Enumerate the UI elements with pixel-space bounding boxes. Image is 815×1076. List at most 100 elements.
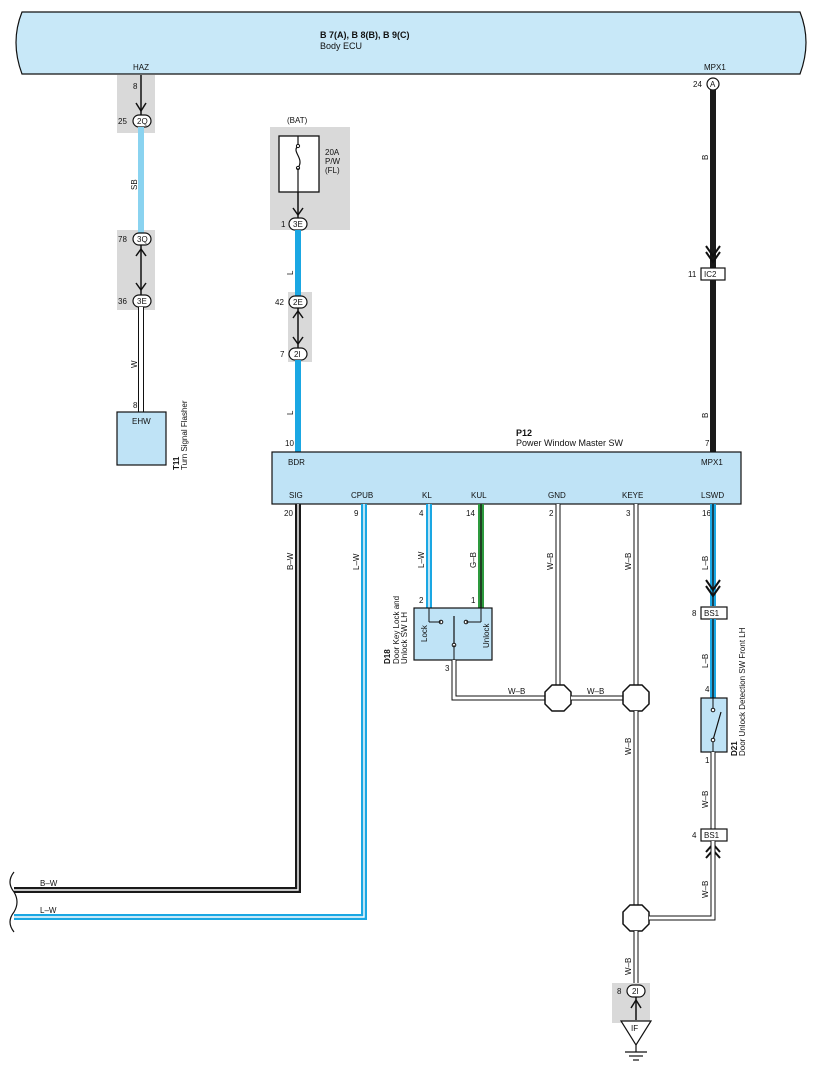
d18-unlock: Unlock — [482, 623, 491, 648]
wire-label-wb-bs1: W–B — [701, 881, 710, 898]
pin-8-bs1: 8 — [692, 609, 697, 618]
pin-1-d18: 1 — [471, 596, 476, 605]
p12-term-keye: KEYE — [622, 491, 643, 500]
d18-circuit: L–W G–B 2 1 Lock Unlock D18 Door Key Loc… — [383, 504, 493, 673]
wire-label-wb-v1: W–B — [624, 738, 633, 755]
pin-24: 24 — [693, 80, 702, 89]
d18-lock: Lock — [420, 624, 429, 642]
pin-haz: 8 — [133, 82, 138, 91]
pin-1-3e: 1 — [281, 220, 286, 229]
d21-circuit: L–B BS1 8 L–B 4 D21 Door Unlock Detectio… — [649, 504, 747, 921]
pin-8-ehw: 8 — [133, 401, 138, 410]
pin-36: 36 — [118, 297, 127, 306]
pin-16: 16 — [702, 509, 711, 518]
p12-term-gnd: GND — [548, 491, 566, 500]
wire-label-sb: SB — [130, 179, 139, 190]
pin-3-keye: 3 — [626, 509, 631, 518]
pin-78: 78 — [118, 235, 127, 244]
p12-code: P12 — [516, 428, 532, 438]
pin-14: 14 — [466, 509, 475, 518]
wire-label-lb-a: L–B — [701, 556, 710, 570]
pin-2-d18: 2 — [419, 596, 424, 605]
t11-code: T11 — [172, 456, 181, 470]
p12-term-kl: KL — [422, 491, 432, 500]
pin-42: 42 — [275, 298, 284, 307]
t11-box-label: EHW — [132, 417, 151, 426]
conn-bs1-top: BS1 — [704, 609, 720, 618]
fuse-source: (BAT) — [287, 116, 308, 125]
wire-label-wb-gnd: W–B — [546, 553, 555, 570]
conn-2i-bot: 2I — [632, 987, 639, 996]
pin-7-mpx: 7 — [705, 439, 710, 448]
p12-term-mpx1: MPX1 — [701, 458, 723, 467]
wire-label-l-a: L — [286, 270, 295, 275]
wire-label-lw-out: L–W — [40, 906, 57, 915]
conn-2i-top: 2I — [294, 350, 301, 359]
pin-20: 20 — [284, 509, 293, 518]
pin-4-kl: 4 — [419, 509, 424, 518]
conn-a: A — [710, 80, 716, 89]
wire-label-b-a: B — [701, 155, 710, 160]
pin-10: 10 — [285, 439, 294, 448]
power-window-master-switch: P12 Power Window Master SW BDR MPX1 SIG … — [271, 428, 742, 505]
d18-name-line2: Unlock SW LH — [400, 612, 409, 664]
wire-label-lw: L–W — [352, 553, 361, 570]
wire-label-wb-h2: W–B — [587, 687, 604, 696]
wire-label-wb-keye: W–B — [624, 553, 633, 570]
pin-1-d21: 1 — [705, 756, 710, 765]
d21-name: Door Unlock Detection SW Front LH — [738, 627, 747, 756]
pin-25: 25 — [118, 117, 127, 126]
conn-ic2: IC2 — [704, 270, 717, 279]
p12-term-bdr: BDR — [288, 458, 305, 467]
ground-connector: 2I 8 IF — [612, 983, 653, 1061]
pin-2-gnd: 2 — [549, 509, 554, 518]
wire-label-lw-kl: L–W — [417, 551, 426, 568]
d21-code: D21 — [730, 741, 739, 756]
fuse-name: P/W — [325, 157, 341, 166]
ecu-term-haz: HAZ — [133, 63, 149, 72]
wire-label-bw-out: B–W — [40, 879, 58, 888]
conn-bs1-bot: BS1 — [704, 831, 720, 840]
fuse-rating: 20A — [325, 148, 340, 157]
t11-name: Turn Signal Flasher — [180, 400, 189, 470]
bat-circuit: (BAT) 20A P/W (FL) 3E 1 L 2E 42 2I 7 L 1… — [270, 116, 350, 452]
wire-label-bw: B–W — [286, 552, 295, 570]
fuse-sub: (FL) — [325, 166, 340, 175]
conn-2q: 2Q — [137, 117, 148, 126]
ecu-term-mpx1: MPX1 — [704, 63, 726, 72]
p12-term-kul: KUL — [471, 491, 487, 500]
wire-label-lb-b: L–B — [701, 654, 710, 668]
wire-label-wb-d21: W–B — [701, 791, 710, 808]
conn-3e-left: 3E — [137, 297, 147, 306]
ecu-name: Body ECU — [320, 41, 362, 51]
conn-2e: 2E — [293, 298, 303, 307]
pin-8-2i: 8 — [617, 987, 622, 996]
p12-pin-numbers: 20 9 4 14 2 3 16 — [284, 509, 711, 518]
pin-11: 11 — [688, 270, 697, 279]
d18-code: D18 — [383, 649, 392, 664]
wire-label-gb: G–B — [469, 552, 478, 568]
pin-3-d18: 3 — [445, 664, 450, 673]
pin-4-d21: 4 — [705, 685, 710, 694]
ecu-codes: B 7(A), B 8(B), B 9(C) — [320, 30, 410, 40]
wire-label-l-b: L — [286, 410, 295, 415]
mpx1-circuit: 24 A B IC2 11 B 7 — [688, 77, 726, 452]
p12-term-sig: SIG — [289, 491, 303, 500]
conn-if: IF — [631, 1024, 638, 1033]
conn-3e-bat: 3E — [293, 220, 303, 229]
pin-4-bs1: 4 — [692, 831, 697, 840]
conn-3q: 3Q — [137, 235, 148, 244]
wire-label-b-b: B — [701, 413, 710, 418]
wire-label-wb-bot: W–B — [624, 958, 633, 975]
haz-circuit: 8 2Q 25 SB 3Q 78 3E 36 W 8 EHW T11 Turn … — [116, 75, 189, 470]
d18-name-line1: Door Key Lock and — [392, 596, 401, 664]
p12-term-lswd: LSWD — [701, 491, 724, 500]
pin-7-2i: 7 — [280, 350, 285, 359]
wire-label-wb-h1: W–B — [508, 687, 525, 696]
pin-9: 9 — [354, 509, 359, 518]
sig-cpub-wires: B–W L–W B–W L–W — [9, 504, 367, 933]
p12-term-cpub: CPUB — [351, 491, 373, 500]
p12-name: Power Window Master SW — [516, 438, 624, 448]
body-ecu: B 7(A), B 8(B), B 9(C) Body ECU HAZ MPX1 — [15, 11, 807, 75]
